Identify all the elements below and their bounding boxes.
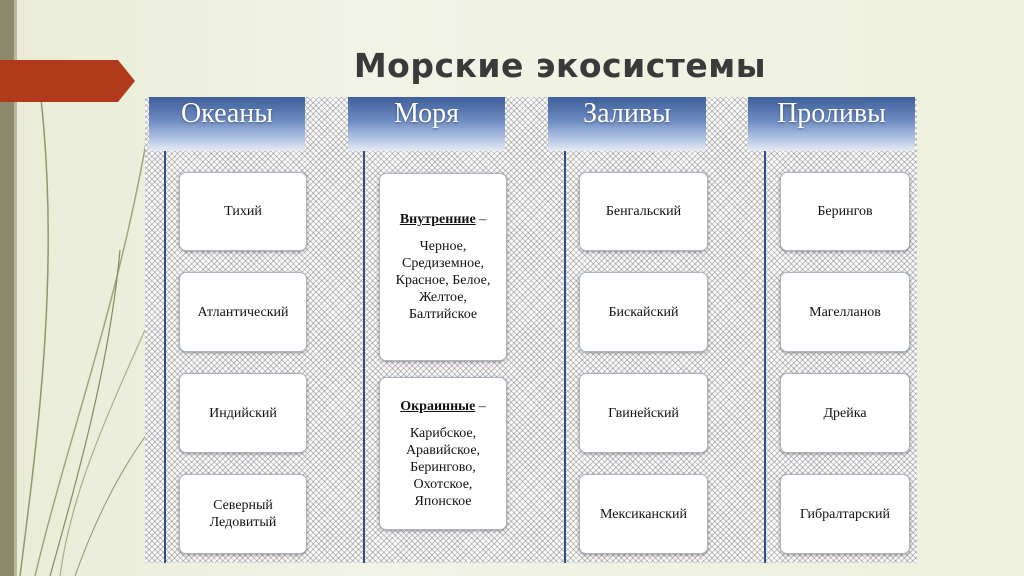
strait-name: Магелланов <box>809 304 881 320</box>
seas-marginal-heading: Окраинные – <box>400 398 486 415</box>
gulf-name: Гвинейский <box>608 405 679 421</box>
strait-card: Гибралтарский <box>780 474 910 554</box>
seas-inner-card: Внутренние – Черное, Средиземное, Красно… <box>379 173 507 361</box>
column-line-straits <box>764 151 766 563</box>
strait-name: Берингов <box>817 204 873 219</box>
strait-name: Дрейка <box>823 405 867 421</box>
gulf-card: Гвинейский <box>579 373 708 453</box>
column-line-seas <box>363 151 365 563</box>
slide-title: Морские экосистемы <box>353 46 767 85</box>
ocean-card: Индийский <box>179 373 307 453</box>
seas-inner-dash: – <box>475 212 487 227</box>
seas-inner-heading: Внутренние – <box>400 211 486 228</box>
left-accent-bar <box>0 0 17 576</box>
strait-card: Берингов <box>780 172 910 251</box>
seas-marginal-list: Карибское, Аравийское, Берингово, Охотск… <box>405 425 481 509</box>
header-oceans: Океаны <box>149 97 305 151</box>
gulf-card: Бискайский <box>579 272 708 352</box>
header-seas: Моря <box>348 97 505 151</box>
seas-marginal-card: Окраинные – Карибское, Аравийское, Берин… <box>379 377 507 530</box>
ocean-card: Атлантический <box>179 272 307 352</box>
gulf-name: Мексиканский <box>600 506 687 522</box>
ocean-card: Тихий <box>179 172 307 251</box>
strait-card: Дрейка <box>780 373 910 453</box>
ocean-name: Северный Ледовитый <box>209 498 277 530</box>
ocean-name: Индийский <box>209 405 277 421</box>
gulf-card: Мексиканский <box>579 474 708 554</box>
gulf-name: Бискайский <box>608 304 679 320</box>
title-arrow-decoration <box>0 60 135 102</box>
seas-marginal-label: Окраинные <box>400 398 476 414</box>
header-straits: Проливы <box>748 97 915 151</box>
column-line-gulfs <box>564 151 566 563</box>
strait-card: Магелланов <box>780 272 910 352</box>
seas-inner-list: Черное, Средиземное, Красное, Белое, Жел… <box>395 239 491 322</box>
seas-inner-label: Внутренние <box>399 212 476 227</box>
gulf-card: Бенгальский <box>579 172 708 251</box>
gulf-name: Бенгальский <box>605 204 682 219</box>
grass-decoration <box>19 89 151 576</box>
seas-marginal-dash: – <box>475 398 486 414</box>
ocean-name: Атлантический <box>197 304 289 320</box>
column-line-oceans <box>164 151 166 563</box>
strait-name: Гибралтарский <box>799 506 890 522</box>
header-gulfs: Заливы <box>548 97 706 151</box>
ocean-name: Тихий <box>224 204 262 219</box>
ocean-card: Северный Ледовитый <box>179 474 307 554</box>
